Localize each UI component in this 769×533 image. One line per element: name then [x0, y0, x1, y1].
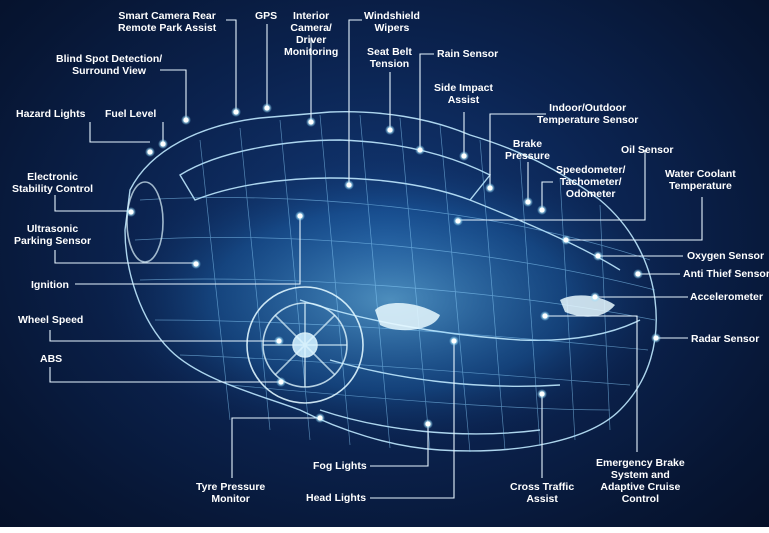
label-hazard-lights: Hazard Lights: [16, 108, 86, 120]
label-gps: GPS: [255, 10, 278, 22]
label-radar-sensor: Radar Sensor: [691, 333, 760, 345]
label-wheel-speed: Wheel Speed: [18, 314, 84, 326]
label-tyre-pressure: Tyre Pressure Monitor: [196, 481, 266, 505]
label-brake-pressure: Brake Pressure: [505, 138, 550, 162]
label-rain-sensor: Rain Sensor: [437, 48, 499, 60]
label-fuel-level: Fuel Level: [105, 108, 157, 120]
label-electronic-stability: Electronic Stability Control: [12, 171, 94, 195]
label-fog-lights: Fog Lights: [313, 460, 367, 472]
sensor-markers: [126, 103, 661, 429]
label-interior-camera: Interior Camera/ Driver Monitoring: [284, 10, 339, 58]
bottom-border: [0, 527, 769, 533]
label-head-lights: Head Lights: [306, 492, 367, 504]
label-oxygen-sensor: Oxygen Sensor: [687, 250, 765, 262]
label-seat-belt: Seat Belt Tension: [367, 46, 412, 70]
label-indoor-outdoor: Indoor/Outdoor Temperature Sensor: [537, 102, 639, 126]
label-anti-thief: Anti Thief Sensor: [683, 268, 769, 280]
label-oil-sensor: Oil Sensor: [621, 144, 674, 156]
label-ultrasonic: Ultrasonic Parking Sensor: [14, 223, 92, 247]
label-smart-camera: Smart Camera Rear Remote Park Assist: [118, 10, 217, 34]
label-side-impact: Side Impact Assist: [434, 82, 493, 106]
label-blind-spot: Blind Spot Detection/ Surround View: [56, 53, 163, 77]
label-accelerometer: Accelerometer: [690, 291, 763, 303]
label-windshield-wipers: Windshield Wipers: [364, 10, 420, 34]
label-cross-traffic: Cross Traffic Assist: [510, 481, 575, 505]
label-ignition: Ignition: [31, 279, 69, 291]
label-abs: ABS: [40, 353, 63, 365]
label-water-coolant: Water Coolant Temperature: [665, 168, 736, 192]
label-emergency-brake: Emergency Brake System and Adaptive Crui…: [596, 457, 685, 505]
label-speedometer: Speedometer/ Tachometer/ Odometer: [556, 164, 626, 200]
